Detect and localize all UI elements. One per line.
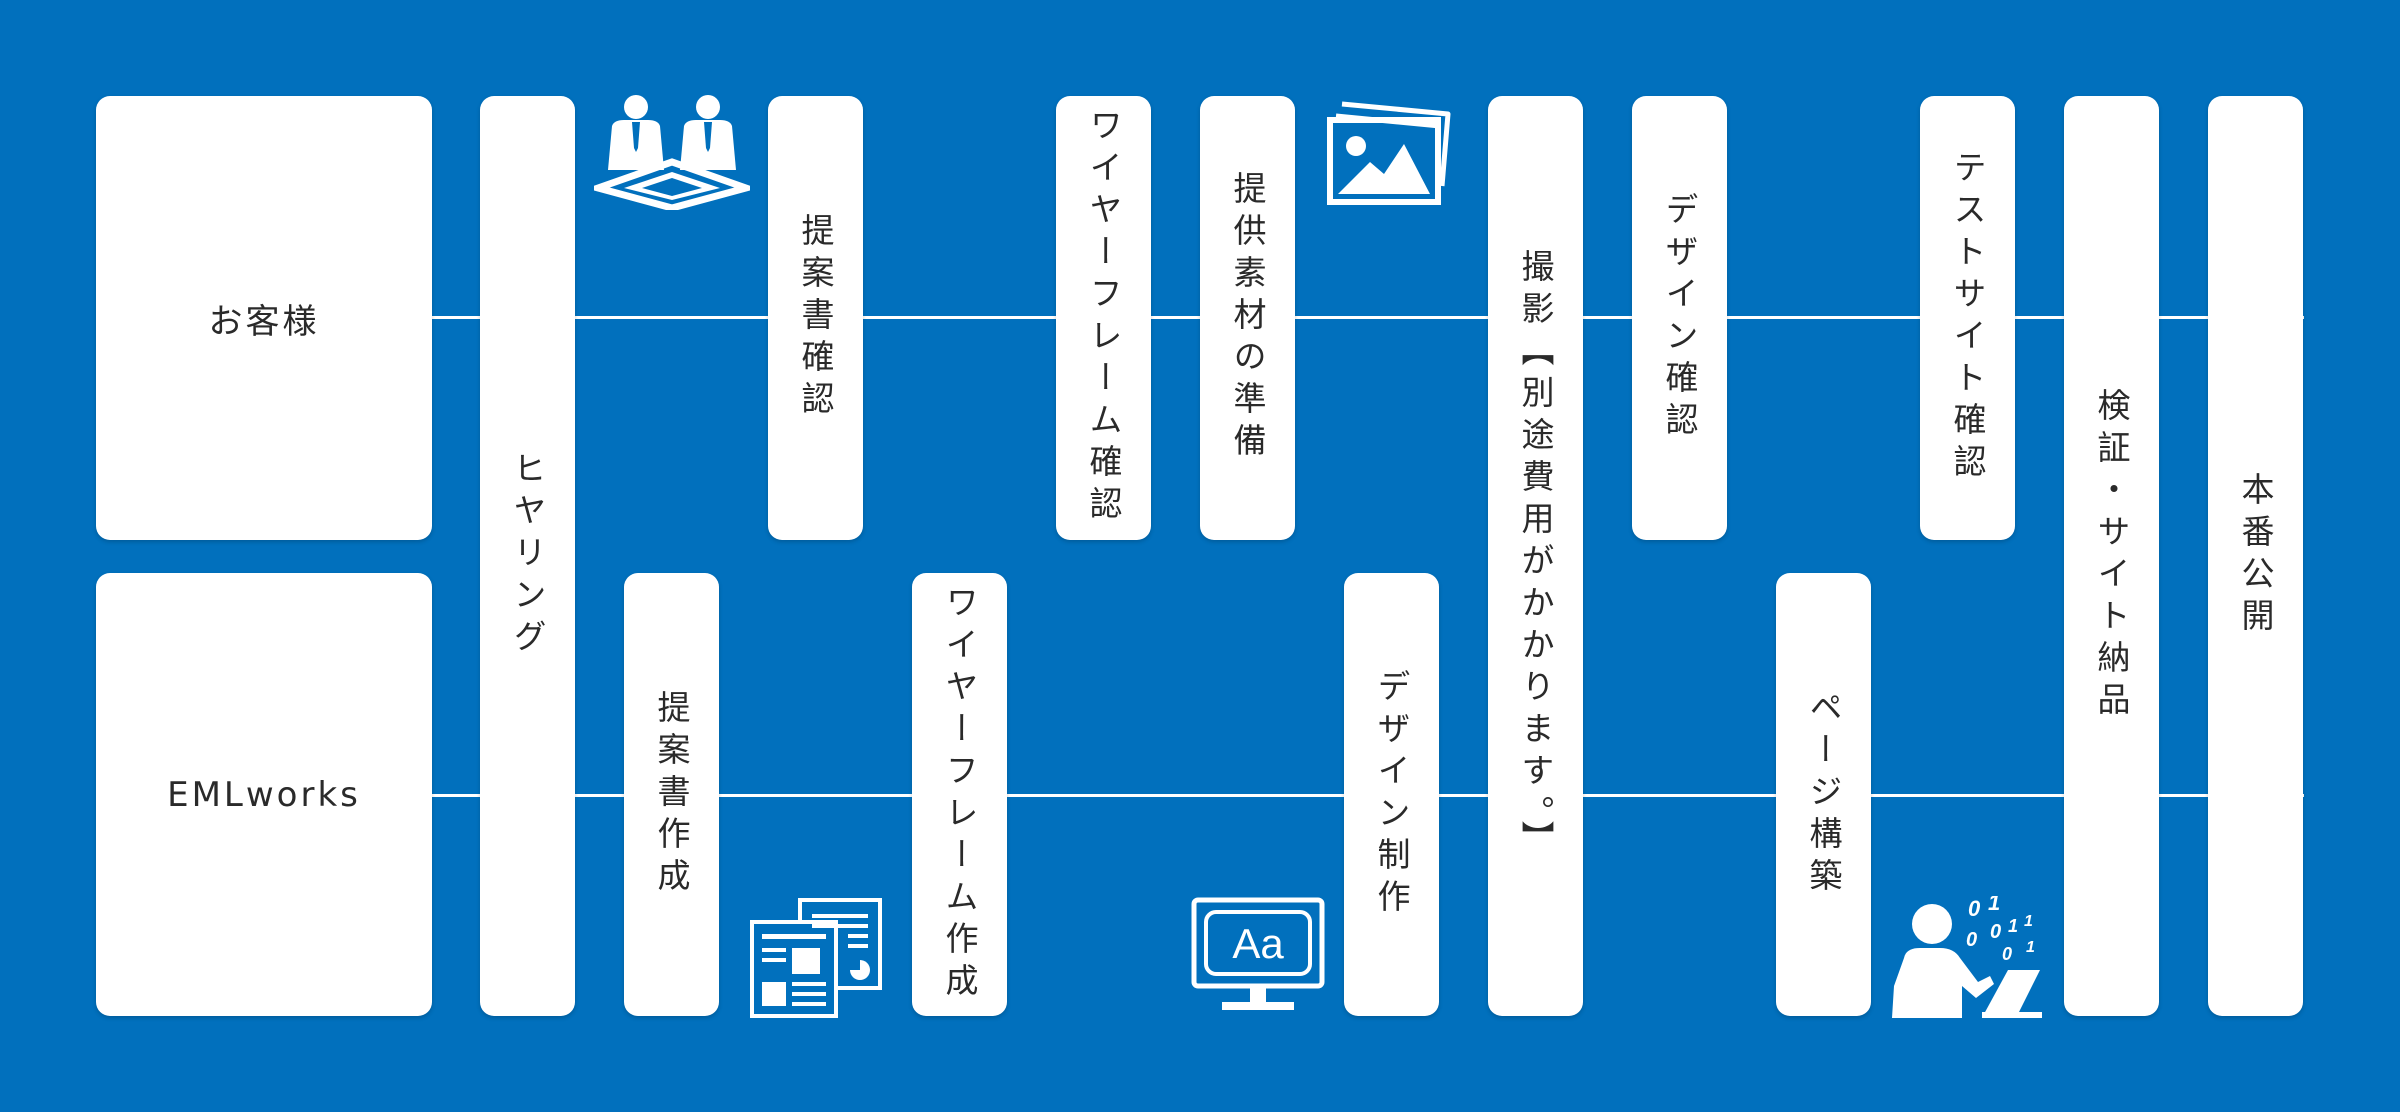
documents-icon: [750, 898, 882, 1018]
company-lane-label: EMLworks: [167, 774, 361, 815]
code-bit: 1: [1988, 896, 2000, 915]
step-design-check-label: デザイン確認: [1660, 192, 1699, 444]
step-materials-prepare-label: 提供素材の準備: [1228, 171, 1267, 465]
code-bit: 0: [1966, 929, 1977, 951]
step-launch-label: 本番公開: [2236, 472, 2275, 640]
step-design-check: デザイン確認: [1632, 96, 1727, 540]
step-hearing-label: ヒヤリング: [508, 451, 547, 661]
monitor-icon: Aa: [1191, 897, 1325, 1010]
code-bit: 0: [2002, 944, 2012, 964]
step-launch: 本番公開: [2208, 96, 2303, 1016]
step-materials-prepare: 提供素材の準備: [1200, 96, 1295, 540]
step-proposal-check: 提案書確認: [768, 96, 863, 540]
step-proposal-check-label: 提案書確認: [796, 213, 835, 423]
step-verify-deliver-label: 検証・サイト納品: [2092, 388, 2131, 724]
step-test-site-check: テストサイト確認: [1920, 96, 2015, 540]
step-wireframe-create-label: ワイヤーフレーム作成: [940, 584, 979, 1005]
code-bit: 1: [2026, 939, 2035, 956]
step-photo-shoot-label: 撮影【別途費用がかかります。】: [1516, 249, 1555, 863]
step-proposal-create: 提案書作成: [624, 573, 719, 1016]
meeting-icon: [594, 95, 750, 210]
code-bit: 0: [1968, 896, 1981, 921]
step-test-site-check-label: テストサイト確認: [1948, 150, 1987, 486]
programmer-icon: 0 1 0 1 0 1 0 1: [1892, 896, 2042, 1018]
company-lane-header: EMLworks: [96, 573, 432, 1016]
code-bit: 1: [2008, 916, 2018, 936]
step-page-build: ページ構築: [1776, 573, 1871, 1016]
company-lane-line: [96, 794, 2304, 797]
step-photo-shoot: 撮影【別途費用がかかります。】: [1488, 96, 1583, 1016]
step-design-create-label: デザイン制作: [1372, 668, 1411, 921]
customer-lane-header: お客様: [96, 96, 432, 540]
step-hearing: ヒヤリング: [480, 96, 575, 1016]
step-verify-deliver: 検証・サイト納品: [2064, 96, 2159, 1016]
step-wireframe-create: ワイヤーフレーム作成: [912, 573, 1007, 1016]
code-bit: 1: [2024, 913, 2033, 930]
photos-icon: [1327, 101, 1451, 205]
step-proposal-create-label: 提案書作成: [652, 689, 691, 900]
customer-lane-label: お客様: [208, 301, 320, 342]
step-design-create: デザイン制作: [1344, 573, 1439, 1016]
monitor-label: Aa: [1232, 920, 1284, 967]
step-wireframe-check-label: ワイヤーフレーム確認: [1084, 108, 1123, 528]
code-bit: 0: [1990, 921, 2001, 943]
step-page-build-label: ページ構築: [1804, 689, 1843, 900]
step-wireframe-check: ワイヤーフレーム確認: [1056, 96, 1151, 540]
